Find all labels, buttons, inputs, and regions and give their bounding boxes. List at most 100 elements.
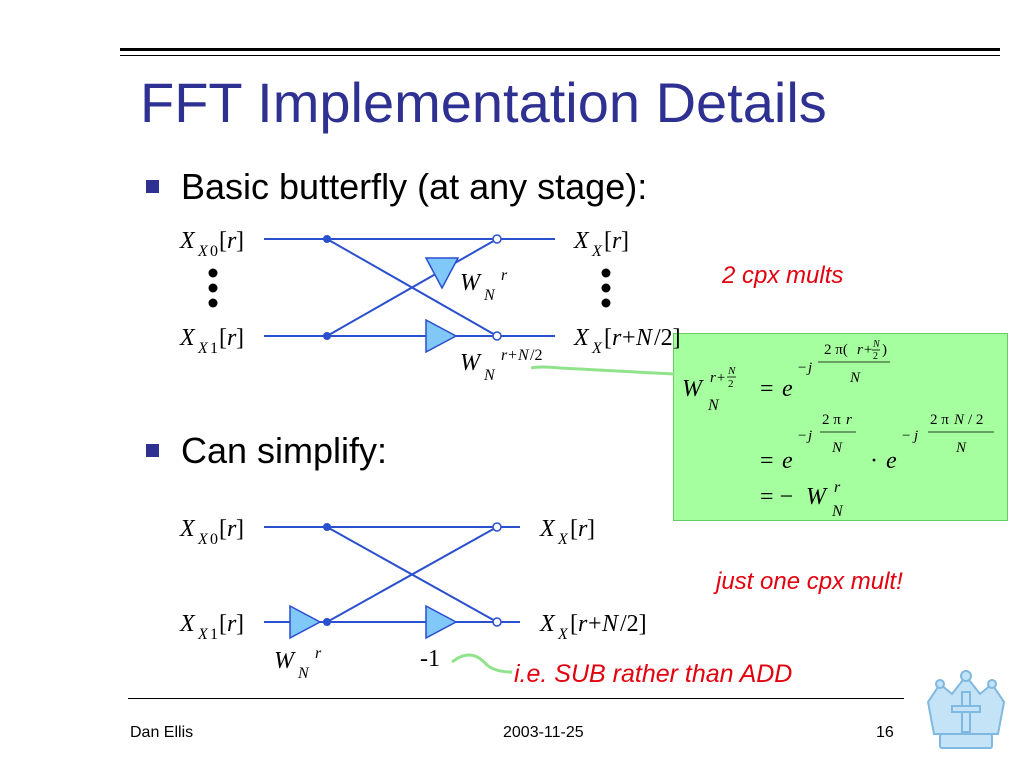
bullet-square-icon [146,179,159,193]
svg-text:]: ] [236,516,244,542]
svg-text:): ) [882,342,887,358]
svg-text:e: e [782,448,793,474]
svg-text:X: X [197,531,209,548]
svg-text:r: r [834,479,841,496]
svg-text:j: j [806,360,812,376]
svg-text:X: X [179,325,196,351]
svg-text:X: X [573,325,590,351]
bullet-can-simplify: Can simplify: [146,430,387,472]
svg-text:[: [ [570,516,578,542]
svg-text:2 π: 2 π [822,412,841,428]
svg-text:/2]: /2] [654,325,681,351]
node-dot [323,235,331,243]
svg-text:e: e [886,448,897,474]
svg-text:r: r [501,267,508,284]
footer-page-number: 16 [876,724,894,741]
svg-text:r: r [846,412,852,428]
svg-text:X: X [179,516,196,542]
svg-text:X: X [557,626,569,643]
svg-text:+: + [622,325,636,351]
svg-text:/2]: /2] [620,611,647,637]
bullet-text: Basic butterfly (at any stage): [181,166,648,207]
svg-text:]: ] [236,325,244,351]
footer-rule [128,698,904,699]
svg-text:−: − [798,360,806,376]
svg-text:r: r [578,516,588,542]
note-sub-rather-than-add: i.e. SUB rather than ADD [514,660,793,688]
svg-text:2 π: 2 π [930,412,949,428]
svg-text:r+: r+ [857,342,873,358]
svg-text:X: X [591,243,603,260]
top-rule [120,48,1000,51]
svg-text:]: ] [587,516,595,542]
sum-node [492,234,502,244]
svg-text:=: = [760,376,774,402]
svg-text:[: [ [219,325,227,351]
svg-text:N: N [635,325,654,351]
svg-text:X: X [197,626,209,643]
svg-text:[: [ [219,516,227,542]
footer-author: Dan Ellis [130,724,194,741]
svg-text:[: [ [604,325,612,351]
svg-text:[: [ [604,228,612,254]
svg-text:+: + [508,347,517,364]
bullet-text: Can simplify: [181,430,388,471]
svg-text:2: 2 [728,378,734,390]
svg-text:N: N [955,440,967,456]
svg-text:N: N [517,347,530,364]
svg-text:1: 1 [210,340,218,357]
twiddle-amp-icon [424,257,460,290]
svg-text:W: W [274,648,296,674]
twiddle-amp-icon [425,318,458,354]
svg-text:X: X [179,611,196,637]
svg-text:j: j [806,428,812,444]
svg-text:r: r [227,325,237,351]
svg-text:X: X [591,340,603,357]
svg-text:r: r [612,228,622,254]
svg-text:r+: r+ [710,370,726,386]
note-2-cpx-mults: 2 cpx mults [722,262,844,289]
svg-text:e: e [782,376,793,402]
svg-text:W: W [460,350,482,376]
svg-text:/2: /2 [530,347,542,364]
svg-text:X: X [573,228,590,254]
svg-text:r: r [227,228,237,254]
svg-text:]: ] [236,228,244,254]
svg-text:N: N [707,397,720,414]
svg-text:r: r [227,611,237,637]
svg-text:N: N [872,339,881,350]
equation-box: W N r+ N 2 = e − j 2 π( r+ N 2 ) N = e −… [673,333,1008,521]
svg-text:X: X [539,516,556,542]
svg-text:/ 2: / 2 [968,412,983,428]
columbia-crown-logo-icon [926,670,1006,749]
sum-node [492,331,502,341]
sum-node [492,617,502,627]
svg-text:r: r [578,611,588,637]
svg-text:r: r [227,516,237,542]
node-dot [323,618,331,626]
bullet-square-icon [146,443,159,457]
bullet-basic-butterfly: Basic butterfly (at any stage): [146,166,647,208]
svg-text:r: r [315,645,322,662]
svg-text:0: 0 [210,531,218,548]
sum-node [492,522,502,532]
svg-text:N: N [953,412,965,428]
svg-text:W: W [806,484,828,510]
svg-text:−: − [798,428,806,444]
svg-text:= −: = − [760,484,793,510]
svg-text:−: − [902,428,910,444]
top-rule-thin [120,55,1000,56]
svg-text:j: j [912,428,918,444]
svg-text:0: 0 [210,243,218,260]
svg-text:N: N [483,367,496,384]
svg-text:X: X [197,243,209,260]
svg-text:N: N [831,440,843,456]
svg-text:X: X [179,228,196,254]
svg-text:+: + [588,611,602,637]
svg-text:N: N [727,365,736,377]
svg-text:W: W [460,270,482,296]
svg-text:[: [ [570,611,578,637]
svg-text:X: X [557,531,569,548]
